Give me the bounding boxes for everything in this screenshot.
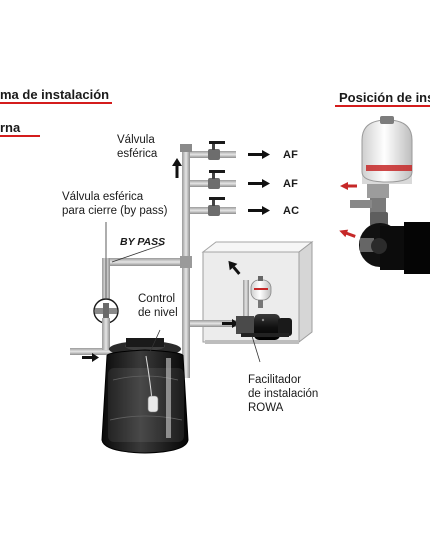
water-tank [102, 338, 188, 453]
main-riser-pipe [182, 146, 190, 346]
label-facilitador: Facilitador de instalación ROWA [248, 373, 318, 415]
outlet-label-af-2: AF [283, 178, 298, 190]
up-arrow-icon [172, 158, 182, 178]
label-valvula-bypass: Válvula esférica para cierre (by pass) [62, 190, 167, 218]
label-control-nivel: Control de nivel [138, 292, 178, 320]
position-photo [350, 116, 430, 274]
outlet-label-af-1: AF [283, 149, 298, 161]
foot-pipe [166, 358, 171, 438]
position-arrow-icon [338, 182, 357, 238]
label-valvula-esferica: Válvula esférica [117, 133, 157, 161]
label-by-pass: BY PASS [120, 236, 165, 248]
flow-arrow-icon [248, 150, 270, 215]
outlet-label-ac: AC [283, 205, 299, 217]
